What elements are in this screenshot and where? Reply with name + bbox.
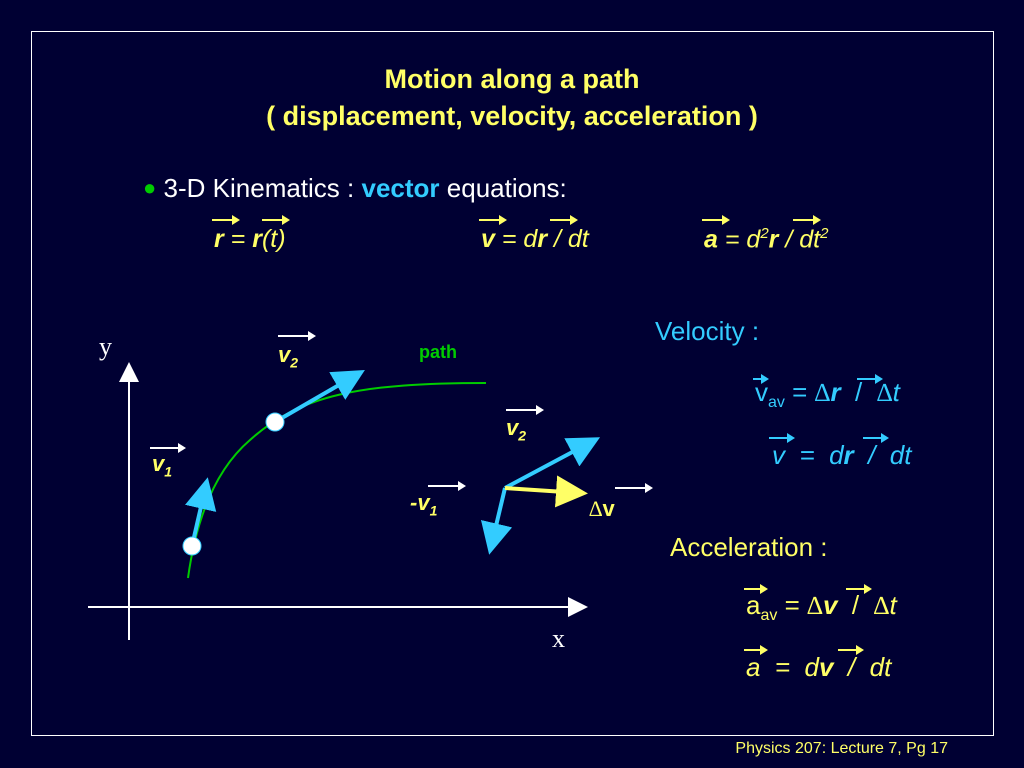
vector-arrow-icon	[744, 645, 768, 655]
vector-arrow-icon	[702, 215, 730, 225]
v1-vector	[185, 477, 217, 547]
vector-arrow-icon	[846, 584, 872, 594]
vector-arrow-icon	[615, 483, 653, 493]
neg-v1-vector	[480, 487, 513, 555]
vector-arrow-icon	[479, 215, 507, 225]
slide-frame	[31, 31, 994, 736]
equation-a: a = d2r / dt2	[704, 225, 829, 254]
delta-v-label: ∆v	[589, 496, 615, 521]
vector-arrow-icon	[278, 331, 316, 341]
x-axis-label: x	[552, 624, 565, 653]
slide-title-line2: ( displacement, velocity, acceleration )	[266, 101, 758, 131]
velocity-average-eq: vav = ∆r / ∆t	[755, 377, 900, 412]
vector-arrow-icon	[753, 374, 769, 384]
bullet-keyword: vector	[361, 173, 440, 203]
vector-arrow-icon	[262, 215, 290, 225]
slide-footer: Physics 207: Lecture 7, Pg 17	[735, 740, 948, 757]
point-2	[265, 412, 285, 432]
vector-arrow-icon	[769, 433, 795, 443]
vector-arrow-icon	[863, 433, 889, 443]
neg-v1-label: -v1	[410, 490, 438, 519]
vector-arrow-icon	[506, 405, 544, 415]
v2-copy-vector	[504, 437, 601, 490]
point-1	[182, 536, 202, 556]
bullet-line: ● 3-D Kinematics : vector equations:	[143, 173, 567, 204]
acceleration-average-eq: aav = ∆v / ∆t	[746, 590, 897, 625]
path-label: path	[419, 342, 457, 362]
bullet-prefix: 3-D Kinematics :	[163, 173, 355, 203]
path-curve	[187, 382, 487, 579]
v1-label: v1	[152, 451, 173, 480]
vector-arrow-icon	[744, 584, 768, 594]
vector-arrow-icon	[550, 215, 578, 225]
equation-v: v = dr / dt	[481, 225, 589, 253]
vector-arrow-icon	[150, 443, 186, 453]
bullet-suffix: equations:	[446, 173, 567, 203]
v2-label: v2	[278, 342, 299, 371]
vector-arrow-icon	[428, 481, 466, 491]
slide-title-line1: Motion along a path	[384, 64, 640, 94]
y-axis-label: y	[99, 332, 112, 361]
equation-r: r = r(t)	[214, 225, 286, 253]
acceleration-instant-eq: a = dv / dt	[746, 652, 892, 682]
velocity-instant-eq: v = dr / dt	[772, 440, 912, 470]
delta-v-vector	[504, 475, 588, 508]
vector-arrow-icon	[793, 215, 821, 225]
acceleration-heading: Acceleration :	[670, 532, 828, 562]
vector-arrow-icon	[838, 645, 864, 655]
v2-copy-label: v2	[506, 415, 527, 444]
vector-arrow-icon	[212, 215, 240, 225]
bullet-dot-icon: ●	[143, 175, 157, 200]
velocity-heading: Velocity :	[655, 316, 760, 346]
vector-arrow-icon	[857, 374, 883, 384]
v2-vector	[273, 369, 365, 424]
